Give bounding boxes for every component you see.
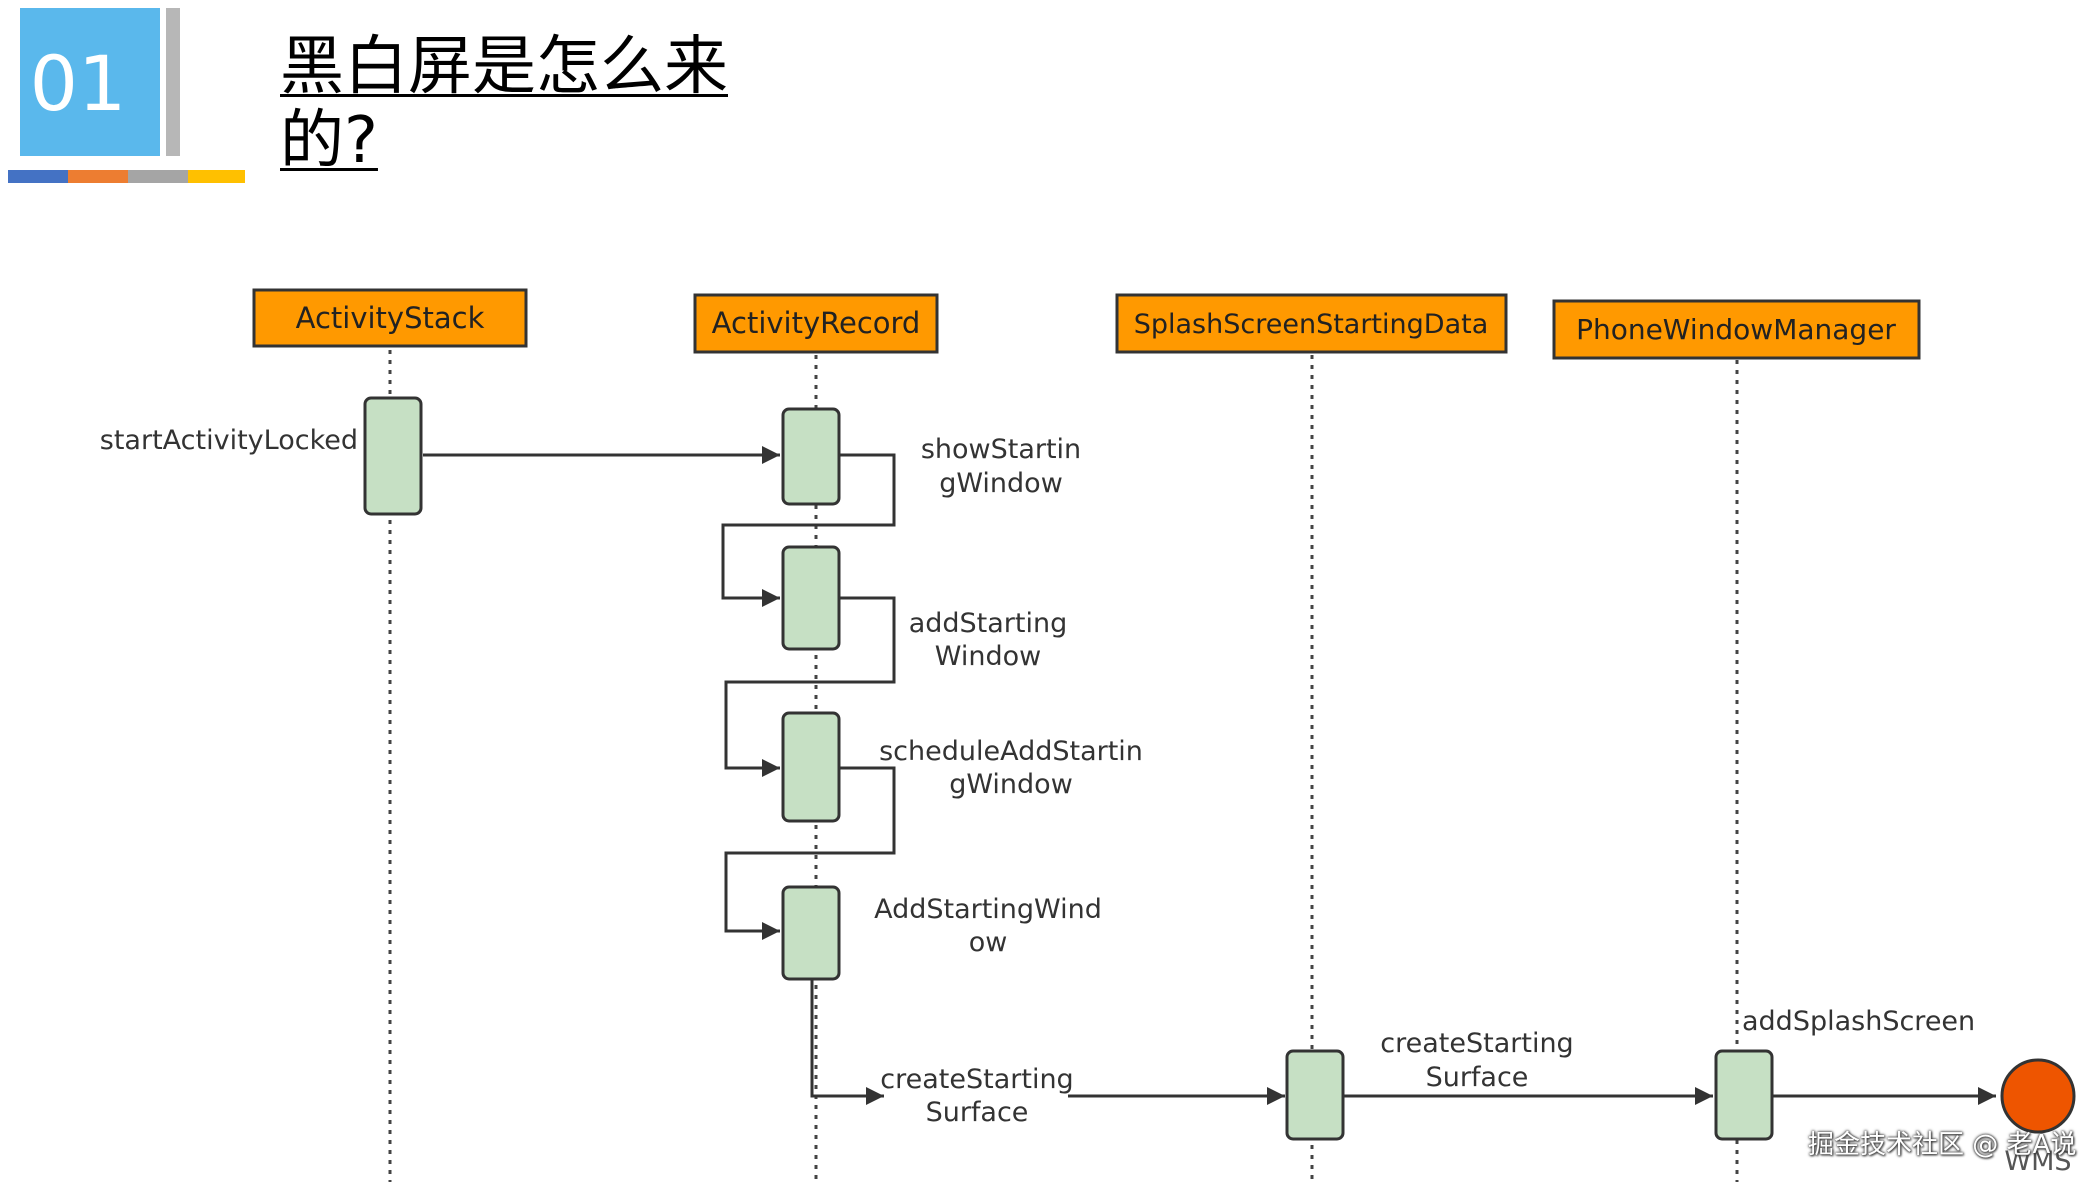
label-start-activity-locked: startActivityLocked bbox=[100, 425, 358, 456]
lifeline-phone-window-manager: PhoneWindowManager bbox=[1552, 299, 1921, 360]
label-show-starting-window-1: showStartin bbox=[921, 434, 1081, 465]
badge-side-bar bbox=[166, 8, 180, 156]
stripe-gray bbox=[128, 170, 188, 183]
label-create-starting-surface-1a: createStarting bbox=[880, 1064, 1073, 1095]
activation-boxes bbox=[363, 396, 1774, 1141]
section-badge: 01 bbox=[8, 8, 245, 183]
lifeline-label: ActivityRecord bbox=[712, 306, 921, 340]
label-schedule-add-starting-window-1: scheduleAddStartin bbox=[879, 736, 1143, 767]
label-add-starting-window-msg-2: ow bbox=[969, 927, 1008, 958]
label-add-starting-window-msg-1: AddStartingWind bbox=[874, 894, 1102, 925]
stripe-blue bbox=[8, 170, 68, 183]
activation-activity-stack bbox=[363, 396, 423, 516]
page-title-line-2: 的? bbox=[280, 104, 378, 178]
activation-splash-data bbox=[1285, 1049, 1345, 1141]
label-create-starting-surface-2b: Surface bbox=[1426, 1062, 1529, 1093]
lifeline-activity-record: ActivityRecord bbox=[693, 293, 939, 354]
arrow-add-starting-window bbox=[724, 596, 896, 777]
lifeline-splash-data: SplashScreenStartingData bbox=[1115, 293, 1508, 354]
arrow-schedule-add-starting-window bbox=[724, 766, 896, 940]
lifeline-label: ActivityStack bbox=[296, 301, 485, 335]
activation-phone-window-manager bbox=[1714, 1049, 1774, 1141]
message-labels: startActivityLocked showStartin gWindow … bbox=[100, 425, 2072, 1177]
label-show-starting-window-2: gWindow bbox=[939, 468, 1063, 499]
activation-schedule-add-starting-window bbox=[781, 711, 841, 823]
lifeline-label: SplashScreenStartingData bbox=[1134, 309, 1489, 340]
arrow-show-starting-window bbox=[721, 453, 896, 607]
activation-add-starting-window-msg bbox=[781, 885, 841, 981]
label-wms: WMS bbox=[2004, 1146, 2071, 1177]
arrow-create-starting-surface-left bbox=[810, 980, 884, 1105]
message-arrows bbox=[423, 446, 1996, 1105]
label-create-starting-surface-2a: createStarting bbox=[1380, 1028, 1573, 1059]
stripe-orange bbox=[68, 170, 128, 183]
lifeline-headers: ActivityStack ActivityRecord SplashScree… bbox=[252, 288, 1921, 360]
label-add-starting-window-1: addStarting bbox=[909, 608, 1068, 639]
lifeline-label: PhoneWindowManager bbox=[1576, 313, 1896, 346]
label-create-starting-surface-1b: Surface bbox=[926, 1097, 1029, 1128]
watermark: 掘金技术社区 @ 老A说 bbox=[1808, 1130, 2077, 1160]
lifeline-activity-stack: ActivityStack bbox=[252, 288, 528, 348]
badge-box bbox=[20, 8, 160, 156]
badge-number: 01 bbox=[30, 39, 127, 128]
label-schedule-add-starting-window-2: gWindow bbox=[949, 769, 1073, 800]
page-title: 黑白屏是怎么来 的? bbox=[280, 30, 750, 178]
page-title-line-1: 黑白屏是怎么来 bbox=[280, 30, 728, 104]
wms-node bbox=[2000, 1058, 2076, 1134]
label-add-starting-window-2: Window bbox=[935, 641, 1041, 672]
activation-add-starting-window bbox=[781, 545, 841, 651]
activation-show-starting-window bbox=[781, 407, 841, 506]
label-add-splash-screen: addSplashScreen bbox=[1742, 1006, 1975, 1037]
stripe-yellow bbox=[188, 170, 245, 183]
